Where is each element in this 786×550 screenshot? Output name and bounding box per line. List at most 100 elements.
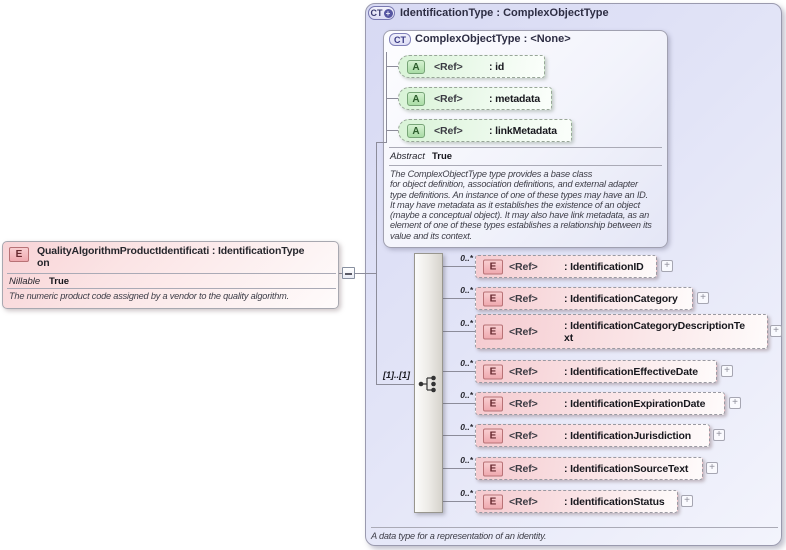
element-row-identification-category-description-text[interactable]: E <Ref> : IdentificationCategoryDescript…: [475, 314, 768, 349]
plus-circle-icon: +: [383, 8, 393, 18]
attribute-name: : id: [489, 60, 505, 73]
base-type-description: The ComplexObjectType type provides a ba…: [390, 169, 652, 241]
type-annotation: A data type for a representation of an i…: [371, 531, 547, 541]
row-stub-line: [443, 468, 476, 469]
element-icon: E: [483, 364, 503, 379]
element-icon: E: [483, 494, 503, 509]
nillable-facet-value: True: [49, 276, 70, 287]
spine-to-sequence-line: [376, 384, 420, 385]
element-icon: E: [9, 247, 29, 262]
attribute-row-metadata[interactable]: A <Ref> : metadata: [398, 87, 552, 110]
attribute-row-id[interactable]: A <Ref> : id: [398, 55, 545, 78]
element-ref: <Ref>: [509, 429, 538, 442]
complex-type-title: IdentificationType : ComplexObjectType: [400, 7, 609, 19]
attribute-icon: A: [407, 123, 425, 138]
expand-button[interactable]: +: [661, 260, 673, 272]
occurrence-label: 0..*: [460, 455, 473, 465]
expand-button[interactable]: +: [697, 292, 709, 304]
element-row-identification-id[interactable]: E <Ref> : IdentificationID: [475, 255, 657, 278]
row-stub-line: [443, 298, 476, 299]
sequence-icon: [418, 375, 436, 393]
element-icon: E: [483, 396, 503, 411]
attribute-row-linkmetadata[interactable]: A <Ref> : linkMetadata: [398, 119, 572, 142]
occurrence-label: 0..*: [460, 318, 473, 328]
attribute-ref: <Ref>: [434, 92, 463, 105]
element-icon: E: [483, 461, 503, 476]
element-ref: <Ref>: [509, 325, 538, 338]
row-stub-line: [443, 331, 476, 332]
element-name: : IdentificationCategoryDescriptionTe xt: [564, 319, 745, 344]
attribute-stub-line: [386, 66, 400, 67]
attribute-stub-line: [386, 98, 400, 99]
element-to-type-line: [339, 273, 377, 274]
row-stub-line: [443, 371, 476, 372]
attribute-stub-line: [386, 130, 400, 131]
complex-type-icon: CT: [389, 33, 411, 46]
element-row-identification-expiration-date[interactable]: E <Ref> : IdentificationExpirationDate: [475, 392, 725, 415]
attribute-name: : linkMetadata: [489, 124, 557, 137]
element-row-identification-source-text[interactable]: E <Ref> : IdentificationSourceText: [475, 457, 703, 480]
occurrence-label: 0..*: [460, 285, 473, 295]
element-icon: E: [483, 324, 503, 339]
expand-button[interactable]: +: [706, 462, 718, 474]
attribute-name: : metadata: [489, 92, 541, 105]
element-name: : IdentificationJurisdiction: [564, 429, 692, 442]
facet-separator: [389, 147, 662, 148]
sequence-compositor-bar[interactable]: [414, 253, 443, 513]
expand-button[interactable]: +: [770, 325, 782, 337]
element-name: : IdentificationCategory: [564, 292, 678, 305]
nillable-facet-label: Nillable: [9, 276, 41, 287]
element-icon: E: [483, 291, 503, 306]
element-box-quality-algorithm-product-identification[interactable]: E QualityAlgorithmProductIdentificati : …: [2, 241, 339, 309]
row-stub-line: [443, 403, 476, 404]
element-ref: <Ref>: [509, 365, 538, 378]
element-row-identification-status[interactable]: E <Ref> : IdentificationStatus: [475, 490, 678, 513]
element-ref: <Ref>: [509, 292, 538, 305]
abstract-facet-label: Abstract: [390, 151, 425, 162]
occurrence-label: 0..*: [460, 488, 473, 498]
ct-icon-label: CT: [370, 8, 383, 18]
expand-button[interactable]: +: [729, 397, 741, 409]
attribute-icon: A: [407, 91, 425, 106]
element-name: : IdentificationExpirationDate: [564, 397, 706, 410]
expand-button[interactable]: +: [721, 365, 733, 377]
attribute-ref: <Ref>: [434, 124, 463, 137]
occurrence-label: 0..*: [460, 390, 473, 400]
element-icon: E: [483, 428, 503, 443]
element-row-identification-jurisdiction[interactable]: E <Ref> : IdentificationJurisdiction: [475, 424, 710, 447]
element-ref: <Ref>: [509, 397, 538, 410]
base-type-title: ComplexObjectType : <None>: [415, 33, 571, 45]
row-stub-line: [443, 501, 476, 502]
expand-button[interactable]: +: [681, 495, 693, 507]
row-stub-line: [443, 435, 476, 436]
attribute-icon: A: [407, 59, 425, 74]
collapse-connector-button[interactable]: [342, 267, 355, 279]
annotation-separator: [371, 527, 778, 528]
row-stub-line: [443, 266, 476, 267]
facet-separator: [389, 165, 662, 166]
occurrence-label: 0..*: [460, 422, 473, 432]
element-name: : IdentificationSourceText: [564, 462, 689, 475]
sequence-cardinality-label: [1]..[1]: [383, 370, 410, 380]
abstract-facet-value: True: [432, 151, 453, 162]
element-row-identification-effective-date[interactable]: E <Ref> : IdentificationEffectiveDate: [475, 360, 717, 383]
element-row-identification-category[interactable]: E <Ref> : IdentificationCategory: [475, 287, 693, 310]
attribute-ref: <Ref>: [434, 60, 463, 73]
occurrence-label: 0..*: [460, 358, 473, 368]
element-icon: E: [483, 259, 503, 274]
element-name: : IdentificationEffectiveDate: [564, 365, 698, 378]
expand-button[interactable]: +: [713, 429, 725, 441]
element-description: The numeric product code assigned by a v…: [9, 291, 289, 301]
facet-separator: [7, 273, 336, 274]
occurrence-label: 0..*: [460, 253, 473, 263]
element-title: QualityAlgorithmProductIdentificati : Id…: [37, 245, 305, 269]
element-name: : IdentificationStatus: [564, 495, 665, 508]
element-ref: <Ref>: [509, 462, 538, 475]
element-name: : IdentificationID: [564, 260, 644, 273]
element-ref: <Ref>: [509, 495, 538, 508]
content-spine-line: [376, 142, 377, 385]
minus-icon: [345, 273, 352, 275]
element-ref: <Ref>: [509, 260, 538, 273]
facet-separator: [7, 288, 336, 289]
